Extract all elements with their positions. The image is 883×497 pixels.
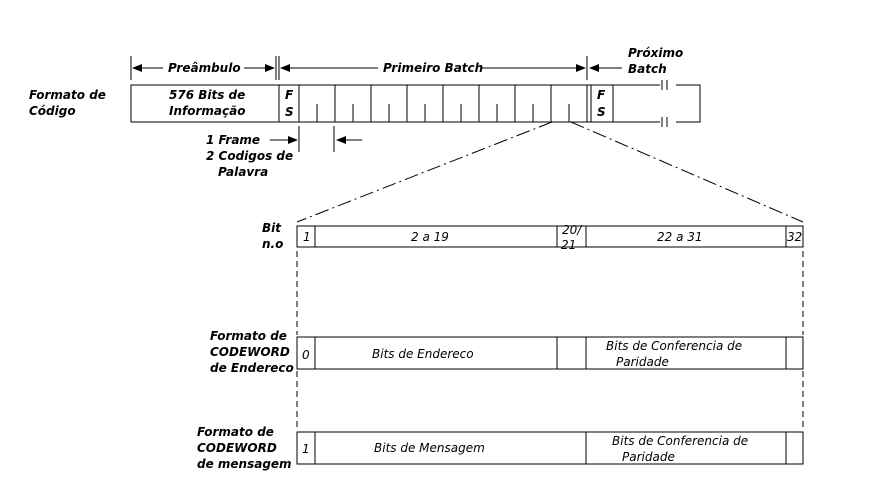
code-format-bar: 576 Bits de Informação F S F S bbox=[130, 80, 701, 127]
bit-cell-20-21-a: 20/ bbox=[562, 223, 583, 237]
break-marker bbox=[613, 80, 700, 127]
formato-codigo-label-2: Código bbox=[29, 104, 76, 118]
formato-codigo-label-1: Formato de bbox=[29, 88, 106, 102]
primeiro-batch-dimension: Primeiro Batch bbox=[278, 56, 588, 80]
frame-label-2: 2 Codigos de bbox=[206, 149, 293, 163]
frame-dimension: 1 Frame 2 Codigos de Palavra bbox=[206, 126, 362, 179]
fs-label-f-1: F bbox=[285, 88, 294, 102]
message-codeword-row: Formato de CODEWORD de mensagem 1 Bits d… bbox=[197, 425, 804, 471]
bit-cell-22-31: 22 a 31 bbox=[657, 230, 703, 244]
bit-no-label-1: Bit bbox=[262, 221, 282, 235]
address-parity-label-1: Bits de Conferencia de bbox=[606, 339, 742, 353]
fs-label-f-2: F bbox=[597, 88, 606, 102]
bit-cell-20-21-b: 21 bbox=[561, 238, 576, 252]
message-parity-label-1: Bits de Conferencia de bbox=[612, 434, 748, 448]
message-label-1: Formato de bbox=[197, 425, 274, 439]
bits-info-label-1: 576 Bits de bbox=[169, 88, 245, 102]
address-flag: 0 bbox=[302, 348, 310, 362]
address-label-2: CODEWORD bbox=[210, 345, 290, 359]
bit-number-row: Bit n.o 1 2 a 19 20/ 21 22 a 31 32 bbox=[262, 221, 804, 252]
address-label-3: de Endereco bbox=[210, 361, 294, 375]
bit-cell-32: 32 bbox=[787, 230, 802, 244]
frame-label-3: Palavra bbox=[218, 165, 268, 179]
address-bits-label: Bits de Endereco bbox=[372, 347, 474, 361]
proximo-batch-dimension: Próximo Batch bbox=[589, 46, 683, 76]
batch-frames bbox=[316, 85, 570, 122]
bit-cell-2-19: 2 a 19 bbox=[411, 230, 449, 244]
fs-label-s-1: S bbox=[285, 105, 294, 119]
message-label-3: de mensagem bbox=[197, 457, 292, 471]
preambulo-dimension: Preâmbulo bbox=[130, 56, 277, 80]
message-flag: 1 bbox=[302, 442, 310, 456]
zoom-line-left bbox=[296, 121, 553, 223]
message-parity-label-2: Paridade bbox=[622, 450, 675, 464]
proximo-batch-label-2: Batch bbox=[628, 62, 667, 76]
primeiro-batch-label: Primeiro Batch bbox=[383, 61, 483, 75]
bit-cell-1: 1 bbox=[303, 230, 311, 244]
address-parity-label-2: Paridade bbox=[616, 355, 669, 369]
message-bits-label: Bits de Mensagem bbox=[374, 441, 485, 455]
message-label-2: CODEWORD bbox=[197, 441, 277, 455]
address-codeword-row: Formato de CODEWORD de Endereco 0 Bits d… bbox=[210, 329, 804, 375]
bits-info-label-2: Informação bbox=[169, 104, 245, 118]
preambulo-label: Preâmbulo bbox=[168, 61, 241, 75]
fs-label-s-2: S bbox=[597, 105, 606, 119]
frame-label-1: 1 Frame bbox=[206, 133, 260, 147]
bit-no-label-2: n.o bbox=[262, 237, 283, 251]
zoom-line-right bbox=[570, 121, 804, 223]
address-label-1: Formato de bbox=[210, 329, 287, 343]
proximo-batch-label-1: Próximo bbox=[628, 46, 683, 60]
